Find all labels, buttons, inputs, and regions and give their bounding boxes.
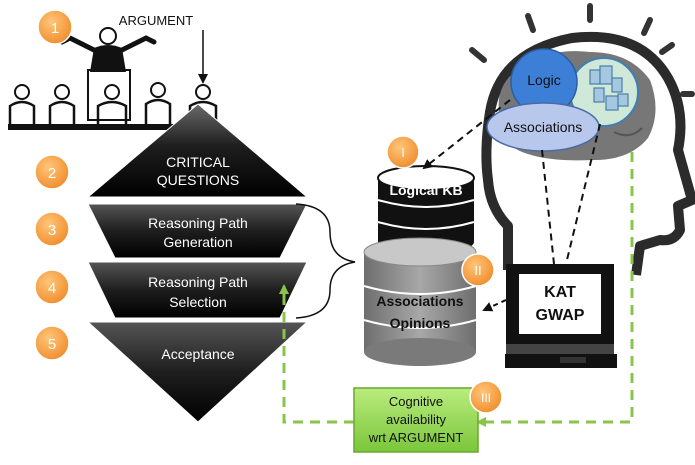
cognitive-line2: availability: [386, 412, 446, 427]
reasoning-selection-shape: [87, 261, 308, 319]
step-3-badge: [34, 211, 70, 247]
step-3-label-line1: Reasoning Path: [148, 215, 248, 231]
step-2-label-line1: CRITICAL: [166, 154, 230, 170]
roman-ii-label: II: [474, 263, 481, 278]
roman-i-label: I: [401, 145, 405, 160]
thumbs-up-icon: [589, 65, 629, 111]
associations-database: Associations Opinions: [363, 237, 477, 366]
head-illustration: Logic Associations: [469, 3, 695, 276]
monitor-screen: [519, 274, 601, 334]
speaker-body: [90, 45, 126, 72]
step-4-label-line1: Reasoning Path: [148, 274, 248, 290]
step-badges: 1 2 3 4 5: [34, 9, 73, 361]
associations-db-line2: Opinions: [390, 315, 451, 331]
funnel-brace: [295, 203, 356, 319]
associations-db-line1: Associations: [376, 293, 463, 309]
step-5-number: 5: [48, 336, 56, 353]
podium: [87, 69, 131, 121]
acceptance-shape: [86, 321, 309, 423]
reasoning-generation-shape: [87, 203, 308, 259]
roman-iii-badge: [469, 380, 503, 414]
critical-questions-shape: [86, 103, 309, 198]
idea-rays: [469, 3, 695, 97]
argument-label: ARGUMENT: [119, 13, 193, 28]
step-3-number: 3: [48, 222, 56, 239]
kat-label: KAT: [544, 284, 576, 301]
step-2-number: 2: [48, 165, 56, 182]
monitor-to-db-arrow: [482, 299, 507, 312]
step-1-number: 1: [51, 20, 59, 37]
associations-label: Associations: [504, 119, 583, 135]
roman-iii-label: III: [481, 391, 491, 405]
roman-i-badge: [386, 135, 420, 169]
feedback-loop: [282, 152, 634, 424]
step-5-badge: [34, 325, 70, 361]
step-3-label-line2: Generation: [163, 234, 232, 250]
logic-to-kb-arrow: [422, 99, 511, 170]
step-4-number: 4: [48, 280, 56, 297]
step-1-badge: [37, 9, 73, 45]
step-4-label-line2: Selection: [169, 294, 227, 310]
critical-questions-funnel: CRITICAL QUESTIONS Reasoning Path Genera…: [86, 103, 309, 423]
cognitive-line3: wrt ARGUMENT: [368, 430, 464, 445]
cognitive-availability-box: Cognitive availability wrt ARGUMENT: [353, 387, 479, 453]
kat-gwap-monitor: KAT GWAP: [505, 264, 617, 368]
speaker-audience-illustration: [8, 27, 220, 130]
step-2-badge: [34, 154, 70, 190]
step-5-label: Acceptance: [161, 346, 234, 362]
roman-ii-badge: [461, 253, 495, 287]
logic-label: Logic: [527, 72, 560, 88]
cognitive-line1: Cognitive: [389, 394, 443, 409]
step-2-label-line2: QUESTIONS: [157, 172, 239, 188]
speaker-head: [99, 27, 117, 45]
brain-monitor-links: [541, 123, 601, 265]
logical-kb-label: Logical KB: [389, 182, 462, 198]
step-4-badge: [34, 269, 70, 305]
gwap-label: GWAP: [536, 307, 585, 324]
